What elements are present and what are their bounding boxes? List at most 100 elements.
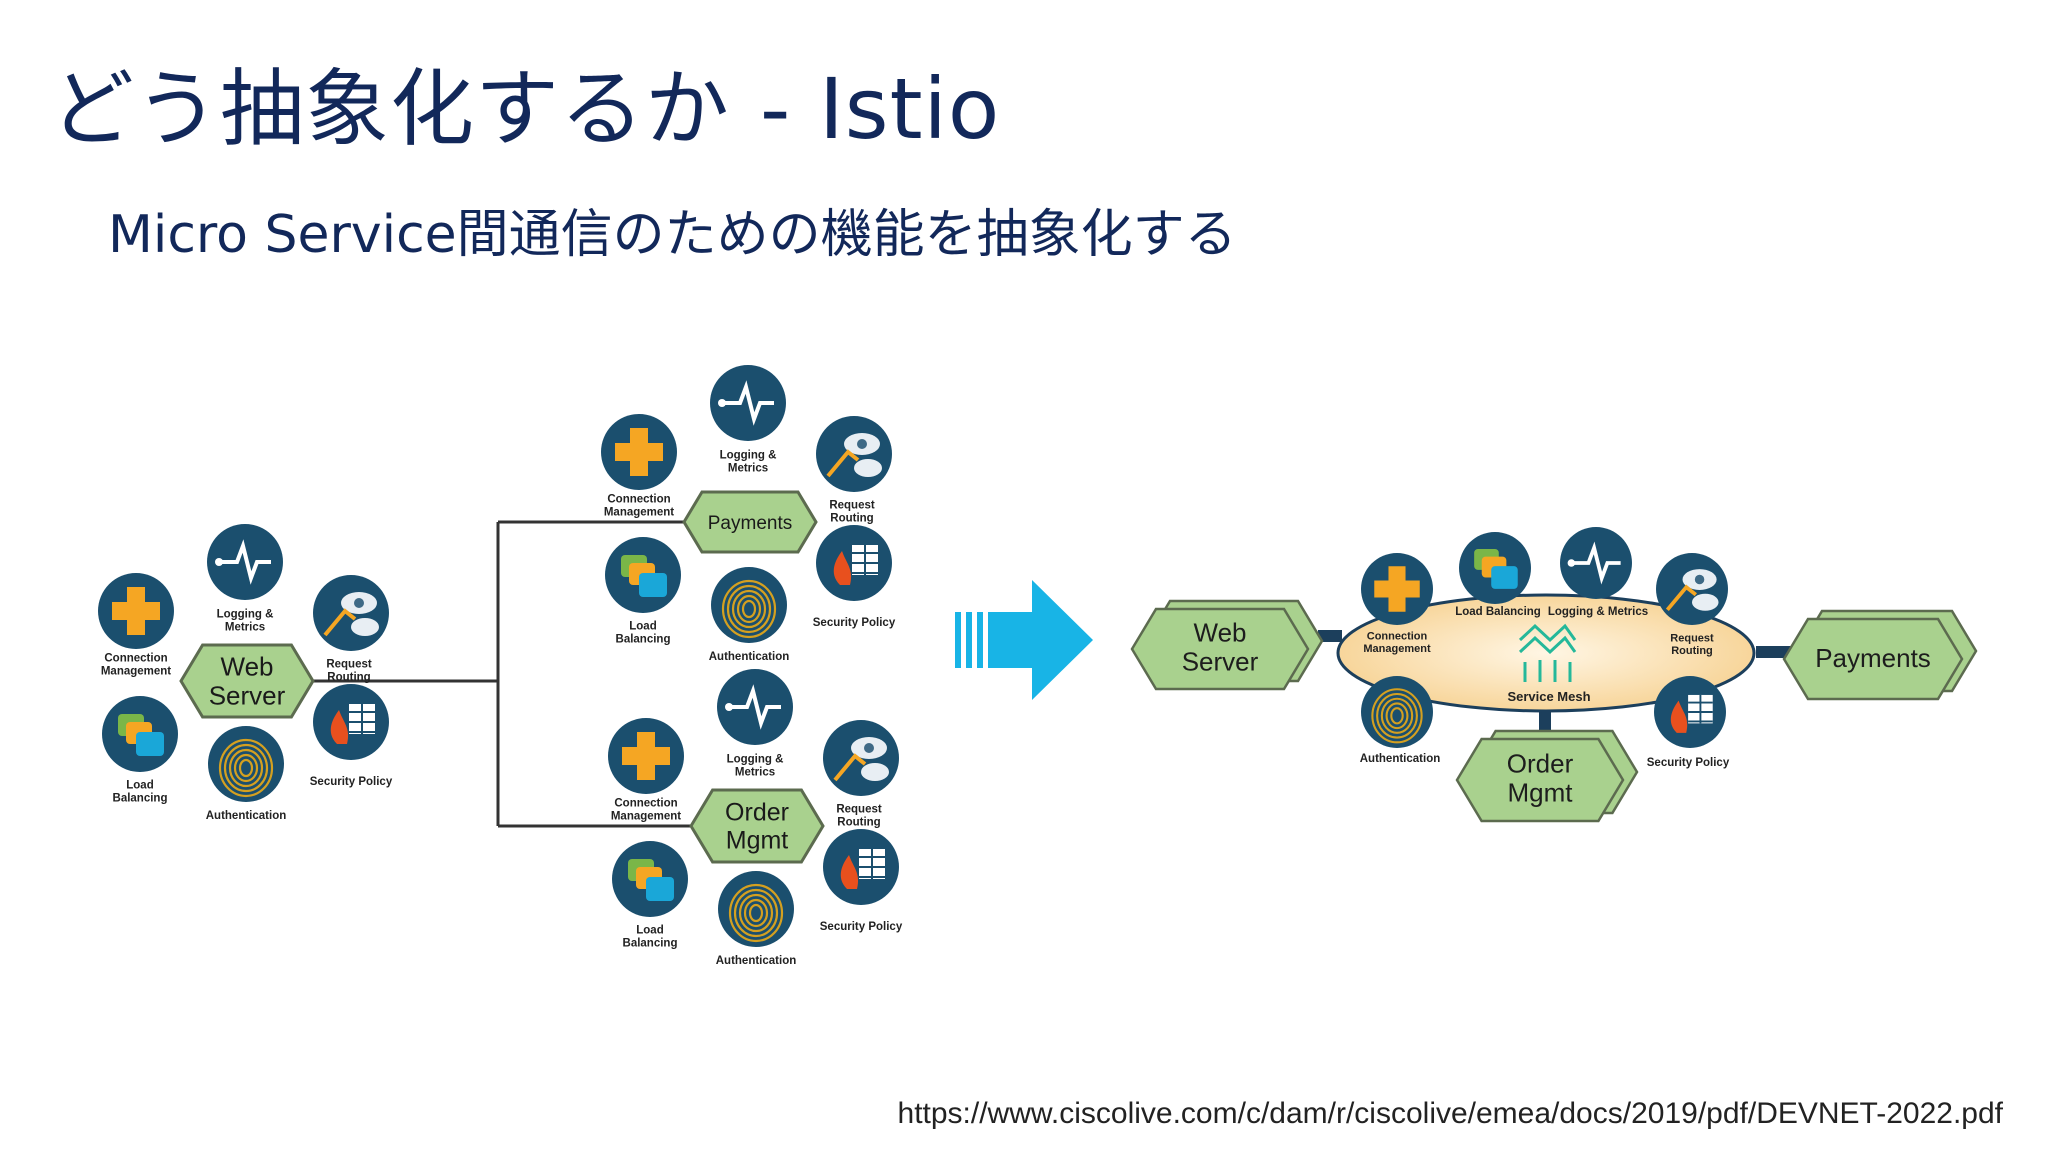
payments-label: Payments bbox=[1815, 643, 1931, 673]
source-url: https://www.ciscolive.com/c/dam/r/ciscol… bbox=[897, 1097, 2003, 1130]
security-icon bbox=[313, 684, 389, 760]
security-icon bbox=[823, 829, 899, 905]
mesh-feature-label-connection: Connection bbox=[1367, 631, 1428, 643]
mesh-feature-label-security: Security Policy bbox=[1647, 757, 1730, 769]
feature-label-connection: Management bbox=[611, 810, 681, 822]
routing-icon bbox=[816, 416, 892, 492]
service-label-ord: Mgmt bbox=[726, 827, 789, 855]
feature-label-logging: Metrics bbox=[735, 766, 775, 778]
auth-icon bbox=[718, 871, 794, 947]
service-hexagon-web bbox=[179, 643, 315, 719]
mesh-feature-label-logging: Logging & Metrics bbox=[1548, 606, 1648, 618]
order-mgmt-hexagon bbox=[1455, 737, 1625, 823]
feature-label-auth: Authentication bbox=[716, 955, 797, 967]
routing-icon bbox=[1656, 553, 1728, 625]
load-icon bbox=[612, 841, 688, 917]
feature-label-logging: Metrics bbox=[225, 621, 265, 633]
arrow-body bbox=[988, 580, 1093, 700]
feature-label-auth: Authentication bbox=[206, 810, 287, 822]
arrow-stripe-3 bbox=[977, 612, 983, 668]
slide-subtitle: Micro Service間通信のための機能を抽象化する bbox=[108, 205, 1237, 265]
mesh-feature-security: Security Policy bbox=[1647, 676, 1730, 769]
slide-title-suffix: - Istio bbox=[760, 60, 1001, 158]
payments-hexagon bbox=[1782, 617, 1964, 701]
service-mesh-label: Service Mesh bbox=[1507, 689, 1590, 704]
connection-icon bbox=[98, 573, 174, 649]
web-server-label: Web bbox=[1194, 617, 1247, 647]
feature-label-routing: Routing bbox=[327, 671, 370, 683]
web-server-label: Server bbox=[1182, 646, 1259, 676]
feature-label-load: Load bbox=[629, 621, 656, 633]
service-hexagon-ord bbox=[689, 788, 825, 864]
feature-label-load: Load bbox=[636, 925, 663, 937]
feature-label-security: Security Policy bbox=[813, 617, 896, 629]
feature-label-logging: Logging & bbox=[217, 609, 274, 621]
feature-label-security: Security Policy bbox=[820, 921, 903, 933]
connection-icon bbox=[1361, 553, 1433, 625]
service-mesh-ellipse bbox=[1336, 593, 1756, 713]
connection-icon bbox=[601, 414, 677, 490]
slide-title-jp: どう抽象化するか bbox=[50, 60, 731, 158]
feature-label-connection: Connection bbox=[607, 494, 670, 506]
service-label-web: Server bbox=[209, 680, 286, 710]
routing-icon bbox=[313, 575, 389, 651]
feature-label-logging: Metrics bbox=[728, 462, 768, 474]
feature-label-load: Balancing bbox=[113, 792, 168, 804]
mesh-feature-auth: Authentication bbox=[1360, 676, 1441, 765]
mesh-feature-load: Load Balancing bbox=[1455, 532, 1541, 618]
mesh-feature-label-auth: Authentication bbox=[1360, 753, 1441, 765]
security-icon bbox=[816, 525, 892, 601]
web-server-hexagon bbox=[1130, 607, 1310, 691]
connection-icon bbox=[608, 718, 684, 794]
feature-label-routing: Request bbox=[829, 500, 875, 512]
security-icon bbox=[1654, 676, 1726, 748]
order-mgmt-label: Order bbox=[1507, 748, 1574, 778]
slide-title: どう抽象化するか - Istio bbox=[50, 42, 1000, 163]
logging-icon bbox=[207, 524, 283, 600]
feature-label-connection: Connection bbox=[104, 653, 167, 665]
mesh-connectors bbox=[1318, 630, 1796, 734]
feature-label-auth: Authentication bbox=[709, 651, 790, 663]
load-icon bbox=[102, 696, 178, 772]
connector-lines bbox=[306, 520, 703, 828]
load-icon bbox=[605, 537, 681, 613]
feature-label-connection: Management bbox=[604, 506, 674, 518]
feature-label-logging: Logging & bbox=[720, 450, 777, 462]
after-payments: Payments bbox=[1782, 609, 1978, 701]
feature-label-load: Balancing bbox=[616, 633, 671, 645]
feature-label-routing: Routing bbox=[830, 512, 873, 524]
auth-icon bbox=[208, 726, 284, 802]
service-label-pay: Payments bbox=[708, 513, 792, 534]
routing-icon bbox=[823, 720, 899, 796]
auth-icon bbox=[1361, 676, 1433, 748]
feature-label-connection: Management bbox=[101, 665, 171, 677]
feature-label-security: Security Policy bbox=[310, 776, 393, 788]
transform-arrow bbox=[955, 580, 1093, 700]
logging-icon bbox=[717, 669, 793, 745]
mesh-feature-logging: Logging & Metrics bbox=[1548, 527, 1648, 618]
logging-icon bbox=[1560, 527, 1632, 599]
auth-icon bbox=[711, 567, 787, 643]
mesh-feature-label-load: Load Balancing bbox=[1455, 606, 1541, 618]
service-hexagon-pay bbox=[682, 490, 818, 554]
mesh-feature-label-connection: Management bbox=[1363, 643, 1431, 655]
arrow-stripe-1 bbox=[955, 612, 961, 668]
mesh-feature-label-routing: Request bbox=[1670, 633, 1714, 645]
service-mesh-logo bbox=[1518, 623, 1577, 682]
feature-label-routing: Request bbox=[836, 804, 882, 816]
bar-mesh-order bbox=[1539, 710, 1551, 734]
feature-label-routing: Routing bbox=[837, 816, 880, 828]
feature-label-load: Balancing bbox=[623, 937, 678, 949]
logging-icon bbox=[710, 365, 786, 441]
arrow-stripe-2 bbox=[966, 612, 972, 668]
mesh-feature-label-routing: Routing bbox=[1671, 645, 1713, 657]
